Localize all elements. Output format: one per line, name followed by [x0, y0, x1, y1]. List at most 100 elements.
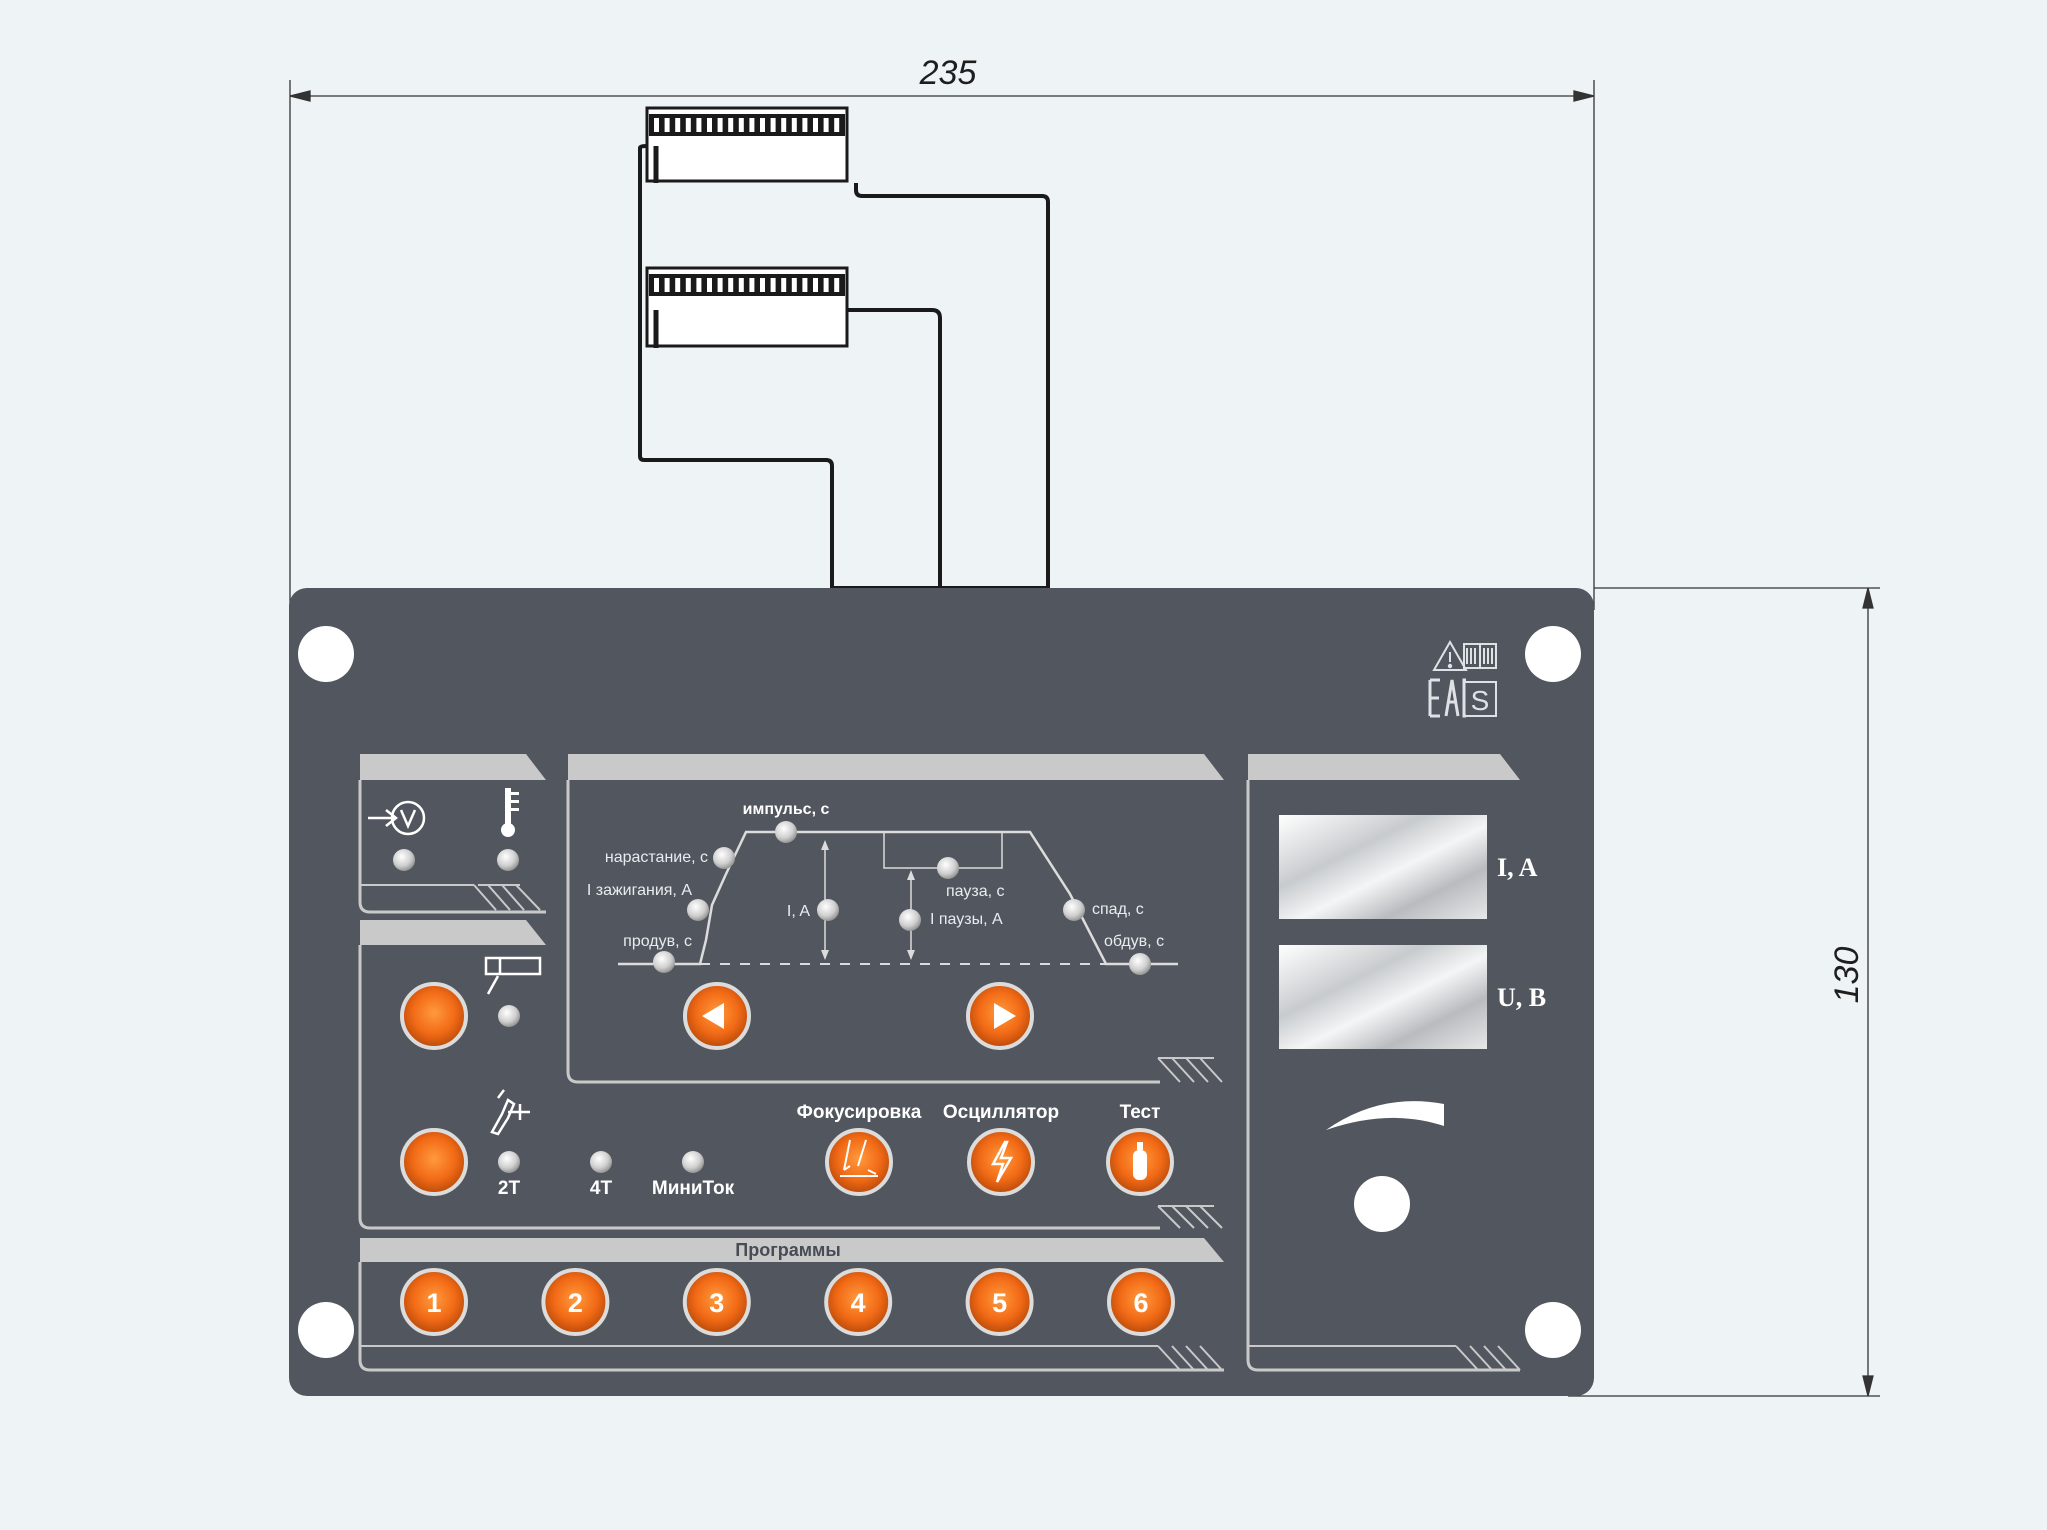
connector-pin: [813, 118, 818, 132]
arrow-left-icon: [702, 1003, 724, 1029]
front-panel: [289, 588, 1594, 1396]
connector-pin: [791, 118, 797, 132]
connector-pin: [728, 118, 734, 132]
torch-mode-button[interactable]: [400, 982, 468, 1050]
torch-mode-led: [498, 1005, 520, 1027]
connector-pin: [728, 278, 734, 292]
label-current: I, A: [787, 903, 810, 920]
current-unit-label: I, A: [1497, 853, 1538, 882]
connector-top: [645, 106, 849, 183]
connector-pin: [749, 118, 755, 132]
cycle-panel: [566, 754, 1224, 1084]
connector-pin: [685, 278, 691, 292]
welding-torch-icon: [490, 1089, 530, 1136]
overheat-led: [497, 849, 519, 871]
width-dimension-label: 235: [919, 54, 977, 92]
program-button-2[interactable]: 2: [541, 1268, 610, 1336]
connector-pin: [749, 278, 755, 292]
connector-pin: [781, 278, 787, 292]
focus-button[interactable]: [825, 1128, 893, 1196]
program-button-5[interactable]: 5: [965, 1268, 1034, 1336]
connector-pin: [717, 278, 723, 292]
connector-pin: [675, 278, 681, 292]
connector-pin: [823, 118, 829, 132]
voltage-unit-label: U, B: [1497, 983, 1546, 1012]
connector-pin: [802, 278, 808, 292]
mode-panel: [358, 920, 1223, 1230]
torch-mode-icon: [484, 956, 542, 995]
next-parameter-button[interactable]: [966, 982, 1034, 1050]
voltage-display: [1279, 945, 1487, 1049]
connector-pin: [685, 118, 691, 132]
oscillator-label: Осциллятор: [943, 1102, 1059, 1123]
label-pause-current: I паузы, А: [930, 911, 1003, 928]
connector-pin: [654, 278, 659, 292]
label-postpurge: обдув, с: [1104, 933, 1164, 950]
label-decay: спад, с: [1092, 901, 1144, 918]
program-button-6[interactable]: 6: [1107, 1268, 1175, 1336]
voltage-reduction-led: [393, 849, 415, 871]
weld-cycle-graph: [618, 830, 1178, 966]
connector-pin: [791, 278, 797, 292]
ribbon-cable: [638, 144, 1050, 590]
label-pause: пауза, с: [946, 883, 1005, 900]
label-rise: нарастание, с: [605, 849, 708, 866]
height-dimension: [1568, 587, 1880, 1397]
program-buttons: 1 2 3 4 5 6: [400, 1268, 1175, 1336]
oscillator-button[interactable]: [967, 1128, 1035, 1196]
arrow-right-icon: [994, 1003, 1016, 1029]
trigger-mode-button[interactable]: [400, 1128, 468, 1196]
connector-pin: [823, 278, 829, 292]
current-display: [1279, 815, 1487, 919]
s-mark: [1463, 681, 1497, 717]
height-dimension-label: 130: [1828, 947, 1866, 1004]
connector-pin: [707, 278, 712, 292]
label-impulse: импульс, с: [743, 801, 830, 818]
programs-title: Программы: [735, 1240, 840, 1260]
connector-pin: [664, 118, 670, 132]
mode-2t-led: [498, 1151, 520, 1173]
focus-icon: [840, 1139, 878, 1177]
knob-arc-indicator: [1326, 1101, 1444, 1130]
connector-pin: [664, 278, 670, 292]
focus-label: Фокусировка: [797, 1102, 922, 1123]
connector-pin: [770, 278, 776, 292]
width-dimension: [289, 80, 1595, 610]
connector-pin: [813, 278, 818, 292]
program-button-3[interactable]: 3: [682, 1268, 751, 1336]
program-button-label: 6: [1133, 1288, 1148, 1318]
connector-pin: [834, 278, 840, 292]
connector-pin: [834, 118, 840, 132]
program-button-label: 4: [851, 1288, 866, 1318]
svg-text:S: S: [1471, 685, 1490, 716]
connector-pin: [738, 118, 744, 132]
connector-pin: [760, 118, 765, 132]
mode-2t-label: 2T: [498, 1178, 521, 1199]
mode-minitok-label: МиниТок: [652, 1178, 735, 1199]
voltage-reduction-icon: [368, 800, 426, 836]
programs-panel: [358, 1238, 1224, 1372]
program-button-1[interactable]: 1: [400, 1268, 468, 1336]
test-label: Тест: [1120, 1102, 1161, 1123]
gas-cylinder-icon: [1133, 1142, 1147, 1180]
connector-pin: [770, 118, 776, 132]
label-prepurge: продув, с: [623, 933, 692, 950]
label-ignition-current: I зажигания, А: [587, 882, 692, 899]
display-panel: [1246, 754, 1521, 1372]
connector-pin: [696, 278, 702, 292]
connector-pin: [760, 278, 765, 292]
connector-pin: [738, 278, 744, 292]
test-button[interactable]: [1106, 1128, 1174, 1196]
prev-parameter-button[interactable]: [683, 982, 751, 1050]
thermometer-icon: [501, 788, 519, 837]
cycle-leds: [653, 821, 1151, 975]
program-button-4[interactable]: 4: [824, 1268, 893, 1336]
mode-4t-label: 4T: [590, 1178, 613, 1199]
manual-icon: [1463, 643, 1497, 669]
status-panel: [358, 754, 546, 914]
program-button-label: 2: [568, 1288, 583, 1318]
encoder-knob-hole[interactable]: [1354, 1176, 1410, 1232]
warning-icon: [1432, 639, 1468, 671]
mode-4t-led: [590, 1151, 612, 1173]
